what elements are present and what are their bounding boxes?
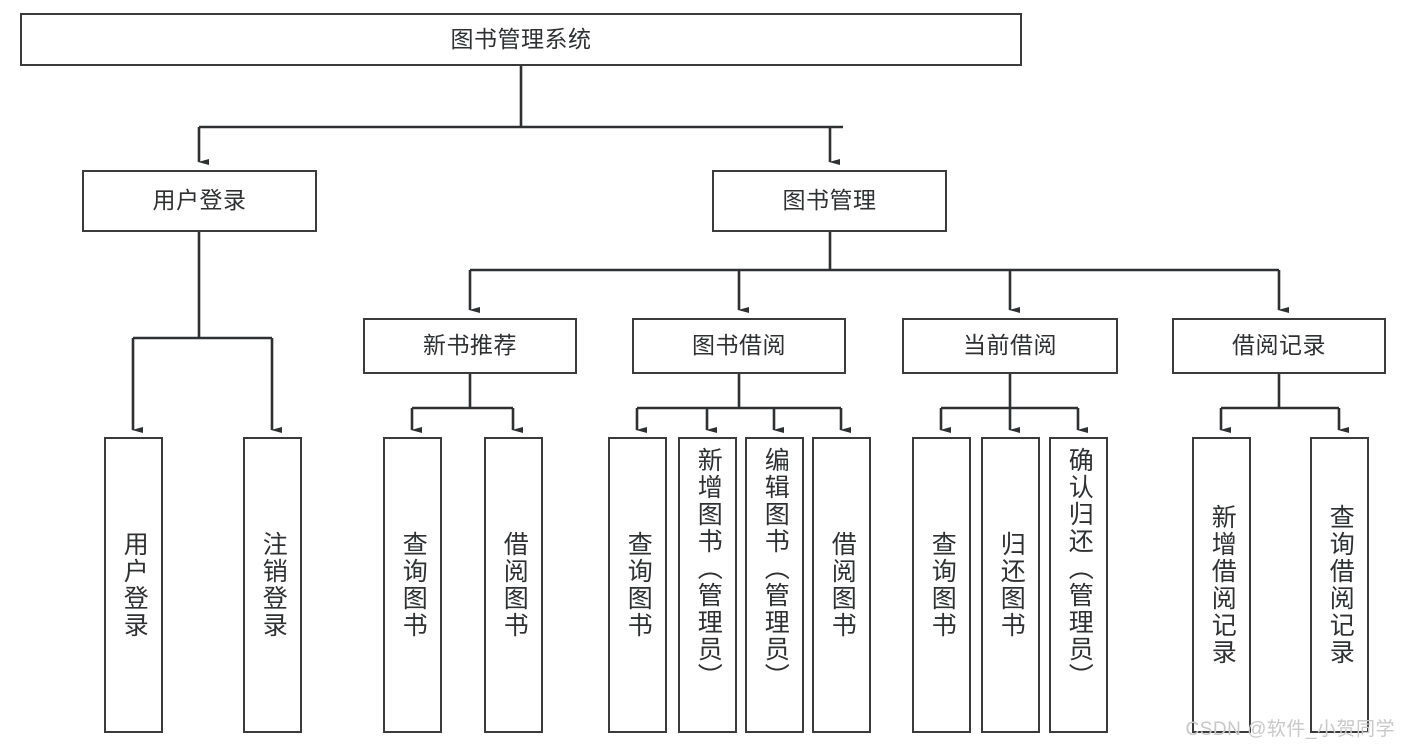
node-book-management[interactable]: 图书管理 [712,170,947,232]
node-current-borrow[interactable]: 当前借阅 [902,318,1118,374]
node-label: 查询图书 [624,531,653,639]
csdn-watermark: CSDN @软件_小贺同学 [1185,719,1395,740]
leaf-add-book-admin[interactable]: 新增图书（管理员） [678,437,737,733]
leaf-query-book-borrow[interactable]: 查询图书 [608,437,667,733]
node-label: 编辑图书（管理员） [761,447,790,690]
node-new-book-recommend[interactable]: 新书推荐 [363,318,577,374]
node-borrow-record[interactable]: 借阅记录 [1172,318,1386,374]
leaf-add-borrow-record[interactable]: 新增借阅记录 [1192,437,1251,733]
node-user-login[interactable]: 用户登录 [82,170,317,232]
leaf-logout-login[interactable]: 注销登录 [243,437,302,733]
leaf-borrow-book[interactable]: 借阅图书 [812,437,871,733]
leaf-confirm-return-admin[interactable]: 确认归还（管理员） [1049,437,1108,733]
node-label: 借阅图书 [500,531,529,639]
leaf-query-book-recommend[interactable]: 查询图书 [383,437,442,733]
leaf-user-login[interactable]: 用户登录 [104,437,163,733]
node-label: 新增图书（管理员） [694,447,723,690]
node-label: 新书推荐 [423,332,517,359]
node-label: 图书管理系统 [450,25,592,52]
node-root-book-management-system[interactable]: 图书管理系统 [20,13,1022,66]
node-label: 查询借阅记录 [1326,504,1355,666]
node-book-borrow[interactable]: 图书借阅 [632,318,846,374]
node-label: 确认归还（管理员） [1065,447,1094,690]
node-label: 注销登录 [259,531,288,639]
leaf-borrow-book-recommend[interactable]: 借阅图书 [484,437,543,733]
node-label: 借阅图书 [828,531,857,639]
node-label: 借阅记录 [1232,332,1326,359]
node-label: 图书借阅 [692,332,786,359]
leaf-query-book-current[interactable]: 查询图书 [912,437,971,733]
node-label: 查询图书 [399,531,428,639]
leaf-query-borrow-record[interactable]: 查询借阅记录 [1310,437,1369,733]
leaf-edit-book-admin[interactable]: 编辑图书（管理员） [745,437,804,733]
leaf-return-book[interactable]: 归还图书 [981,437,1040,733]
node-label: 当前借阅 [963,332,1057,359]
node-label: 查询图书 [928,531,957,639]
node-label: 图书管理 [782,187,877,214]
node-label: 用户登录 [152,187,247,214]
node-label: 用户登录 [120,531,149,639]
node-label: 归还图书 [997,531,1026,639]
node-label: 新增借阅记录 [1208,504,1237,666]
